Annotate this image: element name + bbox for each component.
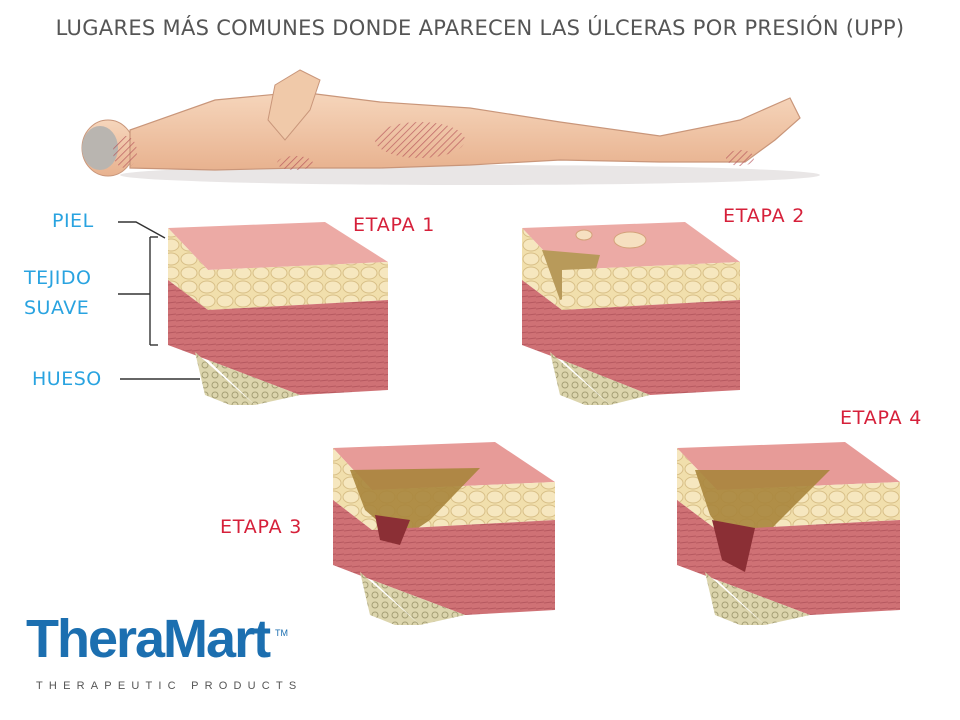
stage1-label: ETAPA 1	[353, 214, 436, 236]
page-title: LUGARES MÁS COMUNES DONDE APARECEN LAS Ú…	[55, 16, 905, 40]
stage3-block	[333, 442, 555, 625]
stage4-block	[677, 442, 900, 625]
brand-tagline: THERAPEUTIC PRODUCTS	[36, 680, 303, 692]
stage3-label: ETAPA 3	[220, 516, 303, 538]
stage2-label: ETAPA 2	[723, 205, 806, 227]
label-suave: SUAVE	[24, 297, 90, 319]
label-leaders	[118, 221, 200, 380]
label-tejido: TEJIDO	[24, 267, 92, 289]
body-figure	[81, 69, 820, 185]
label-piel: PIEL	[52, 210, 94, 232]
label-hueso: HUESO	[32, 368, 102, 390]
trademark-mark: TM	[275, 628, 288, 638]
stage4-label: ETAPA 4	[840, 407, 923, 429]
stage2-block	[522, 222, 740, 405]
stage1-block	[168, 222, 388, 405]
brand-logo: TheraMart	[26, 609, 271, 669]
